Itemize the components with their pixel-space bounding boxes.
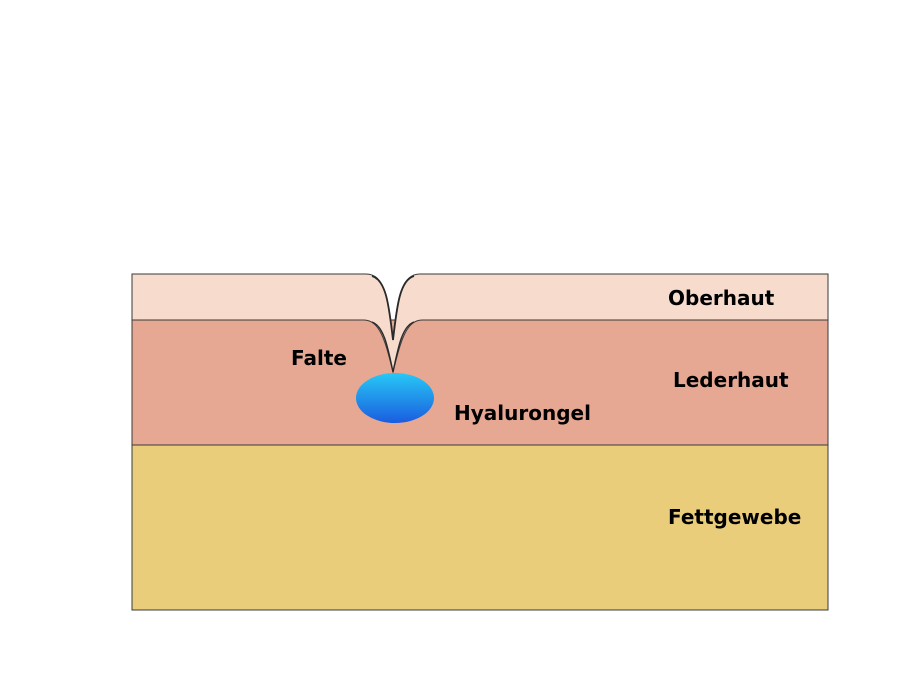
label-oberhaut: Oberhaut (668, 286, 775, 310)
hyaluronic-gel-blob (356, 373, 434, 423)
label-fettgewebe: Fettgewebe (668, 505, 801, 529)
label-hyalurongel: Hyalurongel (454, 401, 591, 425)
label-lederhaut: Lederhaut (673, 368, 789, 392)
label-falte: Falte (291, 346, 347, 370)
